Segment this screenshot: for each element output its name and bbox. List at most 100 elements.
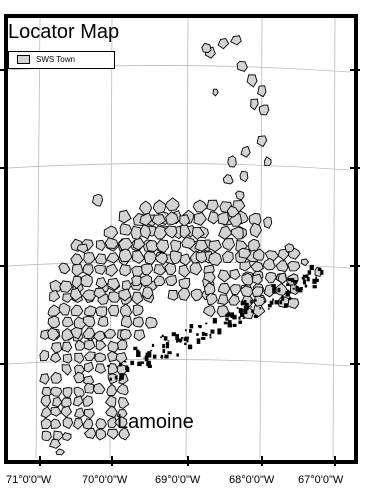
town-polygon [83,428,97,440]
town-polygon [92,330,106,342]
coastal-island [320,270,324,275]
coastal-island [162,344,165,349]
coastal-island [302,279,307,285]
town-polygon [49,386,63,397]
town-polygon [41,430,52,442]
town-polygon [95,306,108,318]
coastal-island [259,307,262,310]
town-polygon [61,316,74,328]
town-polygon [107,277,121,291]
town-polygon [170,239,181,253]
coastal-island [167,340,170,342]
coastal-island [301,277,305,280]
longitude-label-71w: 71°0'0"W [6,474,52,486]
town-polygon [256,135,268,148]
town-polygon [287,260,301,272]
coastal-island [223,321,228,325]
town-polygon [189,262,203,276]
town-polygon [76,243,89,254]
town-polygon [239,285,254,298]
coastal-island [209,336,212,339]
town-polygon [53,430,64,442]
town-polygon [227,155,237,168]
coastal-island [178,338,183,342]
town-polygon [152,199,167,215]
coastal-island [272,298,274,301]
coastal-island [243,305,247,308]
town-polygon [106,428,119,440]
town-polygon [178,277,191,291]
town-polygon [132,304,144,317]
town-polygon [164,262,177,275]
coastal-island [242,317,245,319]
town-polygon [59,280,73,293]
town-polygon [155,239,170,254]
town-polygon [107,363,119,375]
coastal-island [176,339,179,343]
coastal-island [281,296,285,301]
town-polygon [80,273,93,288]
coastal-island [307,270,312,275]
town-polygon [217,211,230,226]
town-polygon [82,395,94,407]
town-polygon [154,252,168,266]
town-polygon [47,304,62,317]
coastal-island [292,287,295,290]
coastal-island [160,356,164,359]
town-polygon [94,253,107,265]
town-polygon [47,327,61,342]
coastal-island [240,313,245,317]
coastal-island [143,357,145,359]
town-polygon [151,214,166,227]
town-polygon [73,418,84,430]
town-polygon [203,271,216,284]
town-polygon [103,225,119,240]
town-polygon [239,261,252,272]
town-polygon [95,340,107,351]
town-polygon [192,199,208,213]
town-polygon [83,418,94,431]
town-polygon [228,294,240,306]
town-polygon [71,263,84,277]
town-polygon [83,252,96,264]
coastal-island [126,367,130,372]
town-polygon [40,406,53,419]
town-polygon [94,363,107,374]
town-polygon [94,352,107,363]
town-polygon [70,253,84,266]
town-polygon [84,361,94,373]
town-polygon [70,287,83,302]
coastal-island [176,353,179,357]
town-polygon [74,407,85,419]
town-polygon [95,428,107,441]
coastal-island [225,318,229,321]
town-polygon [70,326,83,340]
town-polygon [70,304,84,317]
coastal-island [284,303,288,308]
town-polygon [238,247,252,259]
town-polygon [103,328,117,339]
town-polygon [62,387,73,399]
coastal-island [293,280,298,284]
town-polygon [229,268,241,281]
coastal-island [124,361,127,363]
town-polygon [153,275,166,287]
town-polygon [230,35,242,46]
coastal-island [305,274,309,278]
town-polygon [181,236,196,249]
town-polygon [201,42,212,54]
town-polygon [178,264,191,278]
town-polygon [145,239,160,252]
coastal-island [152,354,157,359]
coastal-island [267,308,270,310]
coastal-island [244,299,247,303]
town-polygon [84,382,95,394]
legend-label: SWS Town [36,55,75,64]
town-polygon [107,340,119,353]
town-polygon [49,352,62,364]
coastal-island [228,320,232,325]
town-polygon [264,271,277,284]
town-polygon [252,303,266,318]
town-polygon [49,438,62,449]
